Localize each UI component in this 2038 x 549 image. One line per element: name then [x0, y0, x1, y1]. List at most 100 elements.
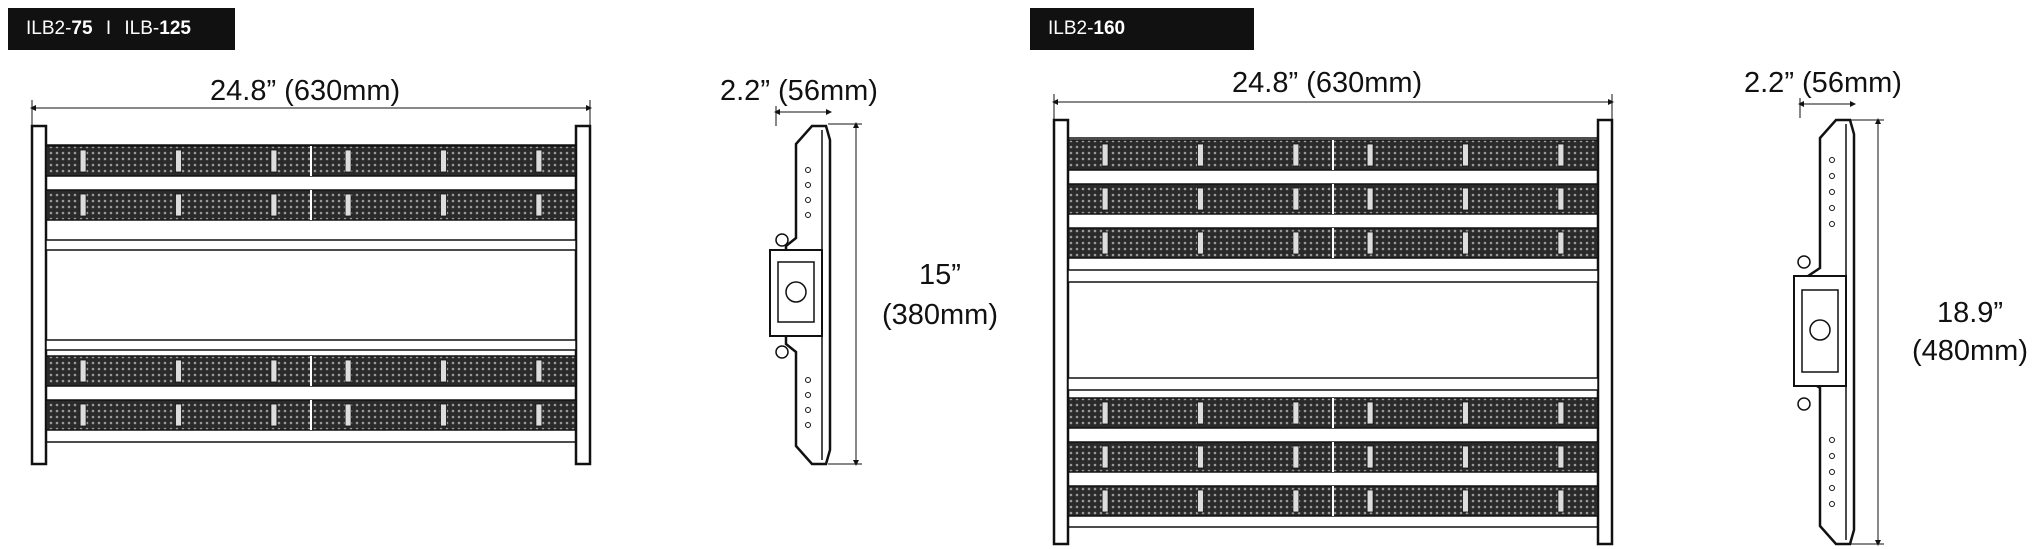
led-strip-clip [1292, 445, 1300, 469]
led-strip-clip [344, 149, 352, 173]
led-strip-clip [270, 403, 278, 427]
badge-num-b: 125 [159, 18, 191, 39]
fastener-dot [805, 212, 811, 218]
fastener-dot [805, 392, 811, 398]
led-strip-clip [270, 359, 278, 383]
led-strip-clip [440, 403, 447, 427]
right-center-rail-bottom [1067, 377, 1599, 391]
right-end-bracket-l [1052, 118, 1070, 546]
fastener-dot [1829, 437, 1835, 443]
led-strip-clip [175, 193, 182, 217]
badge-prefix: ILB2- [1048, 18, 1094, 39]
led-strip-clip [1366, 445, 1374, 469]
led-strip-clip [535, 359, 543, 383]
led-strip-clip [1462, 445, 1469, 469]
led-strip-clip [535, 193, 543, 217]
led-strip-clip [1366, 143, 1374, 167]
left-center-rail-bottom [45, 339, 577, 351]
right-center-rail-top [1067, 269, 1599, 283]
fastener-dot [1829, 469, 1835, 475]
left-width-label: 24.8” (630mm) [210, 75, 401, 107]
led-strip-clip [1292, 489, 1300, 513]
led-strip-clip [1462, 401, 1469, 425]
right-side-hanger-bottom [1797, 397, 1811, 411]
right-end-bracket-r [1596, 118, 1614, 546]
led-strip-clip [175, 149, 182, 173]
led-strip-clip [1292, 401, 1300, 425]
led-strip-clip [1462, 489, 1469, 513]
left-height-value: 15” [919, 259, 961, 291]
left-height-metric: (380mm) [881, 299, 998, 331]
led-strip-clip [270, 193, 278, 217]
right-front-view [1052, 94, 1614, 546]
right-depth-label: 2.2” (56mm) [1744, 67, 1902, 99]
model-badge-ilb2-160: ILB2-160 [1030, 8, 1254, 50]
right-side-fasteners [1829, 157, 1835, 507]
badge-separator: I [105, 18, 112, 39]
fastener-dot [1829, 453, 1835, 459]
fastener-dot [805, 182, 811, 188]
right-width-label: 24.8” (630mm) [1232, 67, 1423, 99]
led-strip-clip [1101, 187, 1109, 211]
fastener-dot [1829, 157, 1835, 163]
left-side-fasteners [805, 167, 811, 428]
fastener-dot [805, 167, 811, 173]
left-front-view [30, 100, 592, 466]
led-strip-clip [175, 359, 182, 383]
led-strip-clip [1462, 187, 1469, 211]
left-side-hanger-top [775, 233, 789, 247]
left-end-bracket-r [574, 124, 592, 466]
led-strip-clip [175, 403, 182, 427]
fastener-dot [805, 407, 811, 413]
led-strip-clip [1462, 143, 1469, 167]
left-side-hanger-bottom [775, 345, 789, 359]
left-depth-label: 2.2” (56mm) [720, 75, 878, 107]
left-center-rail-top [45, 239, 577, 251]
led-strip-clip [1197, 231, 1204, 255]
fastener-dot [1829, 485, 1835, 491]
fastener-dot [805, 422, 811, 428]
led-strip-clip [440, 149, 447, 173]
led-strip-clip [1197, 143, 1204, 167]
led-strip-clip [1101, 231, 1109, 255]
led-strip-clip [440, 359, 447, 383]
right-side-view [1793, 98, 1884, 546]
led-strip-clip [1557, 401, 1565, 425]
right-height-value: 18.9” [1936, 297, 2004, 329]
fastener-dot [805, 197, 811, 203]
led-strip-clip [344, 403, 352, 427]
model-badge-ilb2-75-ilb-125: ILB2-75 I ILB-125 [8, 8, 235, 50]
right-side-hanger-top [1797, 255, 1811, 269]
led-strip-clip [1292, 187, 1300, 211]
fastener-dot [1829, 221, 1835, 227]
left-end-bracket-l [30, 124, 48, 466]
led-strip-clip [1101, 143, 1109, 167]
led-strip-clip [79, 149, 87, 173]
left-side-knockout [785, 281, 807, 303]
led-strip-clip [79, 193, 87, 217]
led-strip-clip [79, 359, 87, 383]
fastener-dot [1829, 501, 1835, 507]
badge-num: 160 [1093, 18, 1126, 39]
led-strip-clip [1557, 445, 1565, 469]
badge-prefix-a: ILB2- [26, 18, 72, 39]
led-strip-clip [1101, 401, 1109, 425]
led-strip-clip [1197, 187, 1204, 211]
led-strip-clip [1292, 143, 1300, 167]
led-strip-clip [1557, 231, 1565, 255]
led-strip-clip [535, 403, 543, 427]
fastener-dot [1829, 205, 1835, 211]
fastener-dot [805, 377, 811, 383]
led-strip-clip [344, 359, 352, 383]
led-strip-clip [1197, 401, 1204, 425]
led-strip-clip [1366, 187, 1374, 211]
right-side-knockout [1809, 319, 1831, 341]
fastener-dot [1829, 173, 1835, 179]
led-strip-clip [1366, 231, 1374, 255]
led-strip-clip [440, 193, 447, 217]
badge-num-a: 75 [71, 18, 93, 39]
led-strip-clip [1557, 489, 1565, 513]
led-strip-clip [1557, 187, 1565, 211]
led-strip-clip [1101, 489, 1109, 513]
